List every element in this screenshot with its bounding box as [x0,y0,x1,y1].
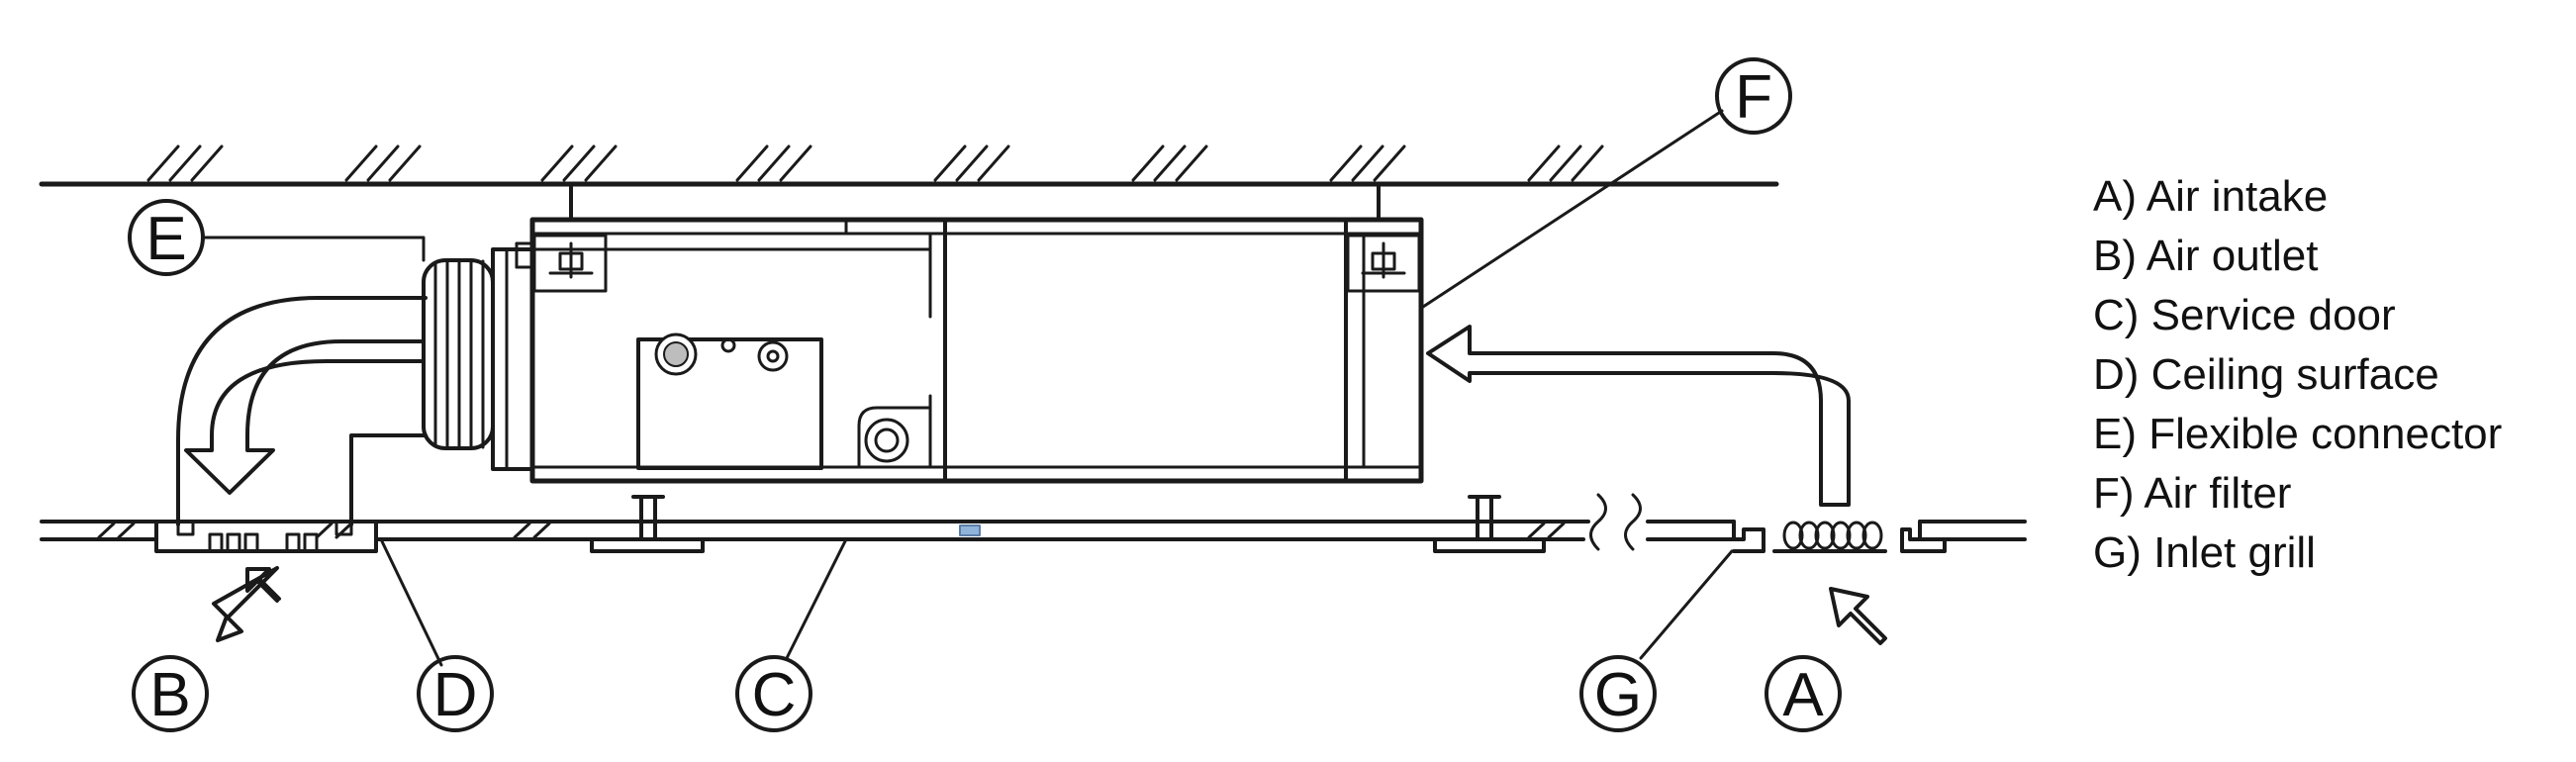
legend-item-d: D) Ceiling surface [2093,350,2439,399]
hanger-bolt-right [1361,241,1406,279]
leader-lines [201,109,1734,667]
callout-E: E [128,199,205,276]
legend-item-e: E) Flexible connector [2093,410,2502,458]
callout-G: G [1579,655,1657,732]
callout-D: D [417,655,494,732]
supply-duct [176,296,428,526]
callout-B-label: B [149,661,190,729]
hanger-rods [569,182,1381,222]
slab-hatching [146,144,1604,182]
service-door-latch [959,524,981,536]
inlet-grill [1732,520,1947,553]
legend-item-c: C) Service door [2093,291,2396,339]
flexible-connector [422,247,534,471]
structural-ceiling [39,144,1779,187]
callout-E-label: E [145,205,186,273]
callout-F: F [1715,57,1792,135]
intake-direction-arrow [1829,587,1887,645]
callout-F-label: F [1735,63,1772,132]
ceiling-surface [40,493,2027,553]
callout-D-label: D [433,661,478,729]
legend-item-a: A) Air intake [2093,172,2328,221]
legend-item-f: F) Air filter [2093,469,2291,518]
outlet-airflow-arrow [184,339,426,495]
legend: A) Air intake B) Air outlet C) Service d… [2093,172,2502,577]
callout-C: C [735,655,812,732]
indoor-unit [515,217,1424,484]
callout-C-label: C [752,661,797,729]
callout-A: A [1765,655,1842,732]
outlet-direction-arrow [212,566,281,642]
legend-item-b: B) Air outlet [2093,232,2318,280]
return-airflow-arrow [1426,325,1851,507]
control-knob [663,341,689,367]
callout-B: B [132,655,209,732]
legend-item-g: G) Inlet grill [2093,528,2316,577]
callout-G-label: G [1594,661,1642,729]
callout-A-label: A [1782,661,1824,729]
hanger-bolt-left [548,241,594,279]
